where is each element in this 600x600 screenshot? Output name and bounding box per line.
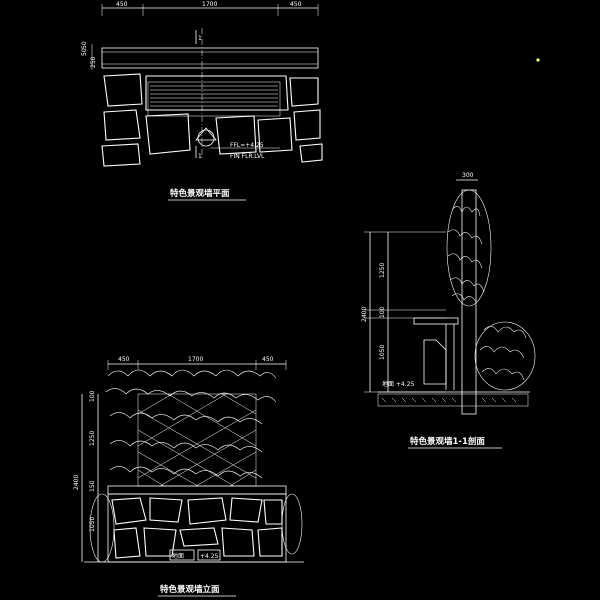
section-ground-label: 地面 +4.25 xyxy=(382,380,414,388)
section-dim-width: 300 xyxy=(462,172,474,179)
elev-dim-middle: 1700 xyxy=(188,356,203,363)
plan-level-text: FFL=+4.25 xyxy=(230,142,264,149)
plan-dim-left: 450 xyxy=(116,1,128,8)
elev-dim-band-a: 100 xyxy=(89,390,96,402)
plan-dim-right: 450 xyxy=(290,1,302,8)
plan-view: 450 1700 450 50 50 250 1 1 xyxy=(81,1,323,201)
elev-dim-top: 1250 xyxy=(89,431,96,446)
section-dim-band: 100 xyxy=(379,306,386,318)
elev-dim-left: 450 xyxy=(118,356,130,363)
plan-dim-side-b: 50 xyxy=(81,48,88,56)
section-view: 300 2400 1250 100 1050 xyxy=(361,172,536,449)
plan-title: 特色景观墙平面 xyxy=(170,188,230,199)
section-mark-bottom: 1 xyxy=(198,153,202,160)
section-dim-top: 1250 xyxy=(379,263,386,278)
section-dim-base: 1050 xyxy=(379,345,386,360)
elev-dim-total: 2400 xyxy=(73,475,80,490)
plan-dim-middle: 1700 xyxy=(202,1,217,8)
plan-dim-side-a: 50 xyxy=(81,41,88,49)
elev-ground-label-a: 地面 xyxy=(172,552,184,560)
elev-ground-label-b: +4.25 xyxy=(200,553,219,560)
section-dim-total: 2400 xyxy=(361,307,368,322)
section-mark-top: 1 xyxy=(198,35,202,42)
elev-dim-base: 1050 xyxy=(89,517,96,532)
elevation-view: 450 1700 450 2400 100 1250 150 1050 xyxy=(73,356,304,597)
elevation-title: 特色景观墙立面 xyxy=(160,584,220,595)
elev-dim-band-b: 150 xyxy=(89,480,96,492)
plan-dim-side-c: 250 xyxy=(90,56,97,68)
elev-dim-right: 450 xyxy=(262,356,274,363)
plan-level-note: FIN FLR.LVL xyxy=(230,153,265,160)
section-title: 特色景观墙1-1剖面 xyxy=(410,436,485,447)
accent-dot xyxy=(536,58,540,62)
